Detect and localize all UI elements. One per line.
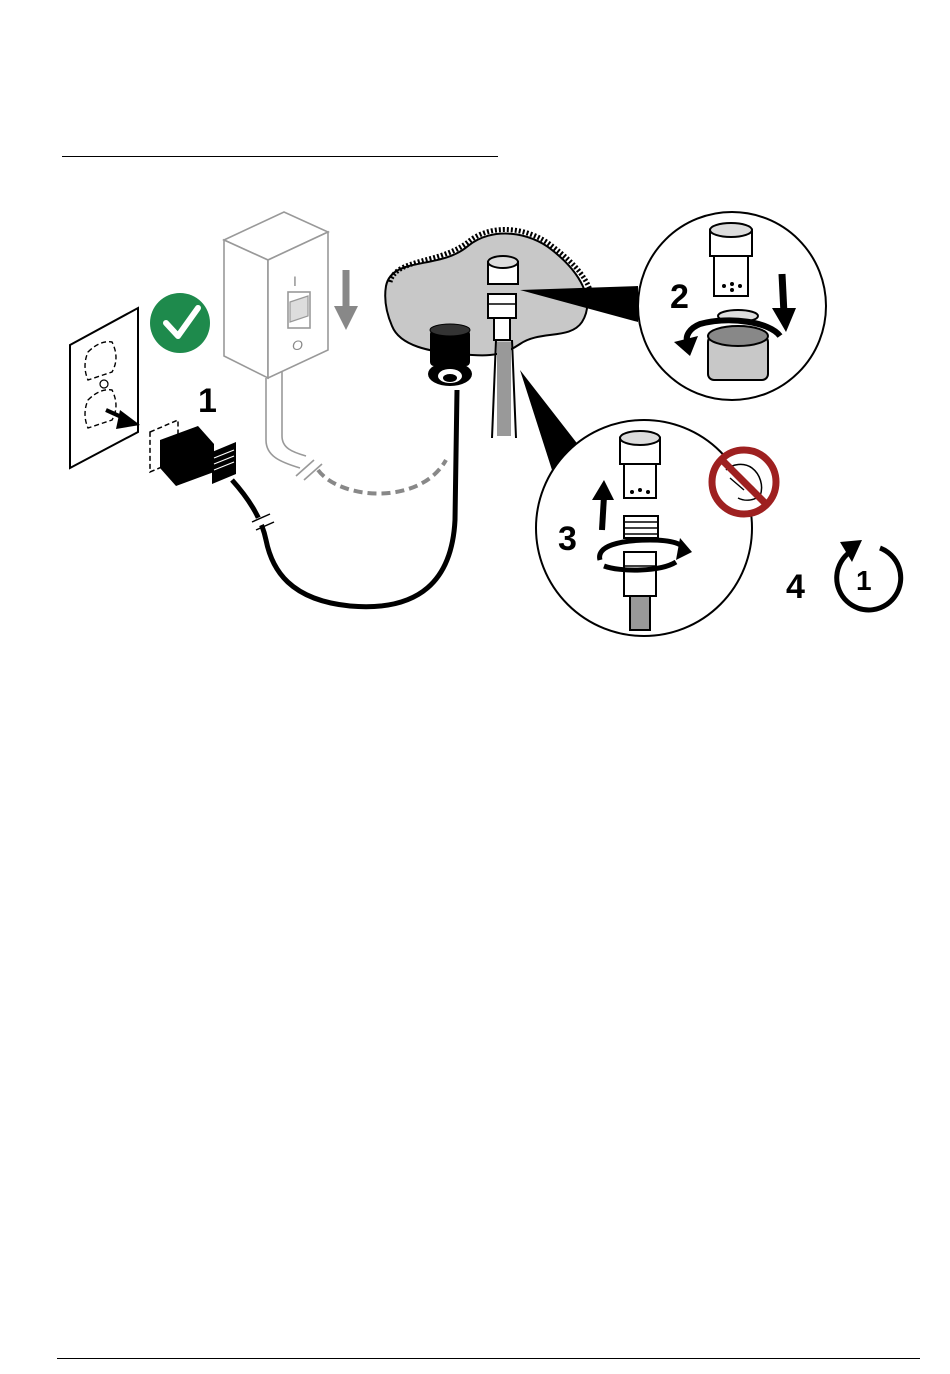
hardwire-conduit [266, 372, 306, 468]
switch-off-mark: O [292, 337, 303, 353]
footer-rule [57, 1358, 920, 1359]
hardwire-dashed-wire [318, 460, 446, 494]
step-4-number: 4 [786, 568, 805, 606]
switch-on-mark: I [293, 273, 297, 289]
wall-outlet [70, 308, 138, 468]
disconnect-switch-box: I O [224, 212, 328, 378]
checkmark-badge-icon [150, 293, 210, 353]
no-wrench-icon [712, 450, 776, 514]
step-3-number: 3 [558, 520, 577, 558]
callout-2-detail [638, 212, 826, 400]
restart-cycle-label: 1 [856, 565, 872, 596]
power-plug [150, 420, 236, 486]
restart-cycle-icon: 1 [837, 540, 901, 610]
step-2-number: 2 [670, 278, 689, 316]
disconnect-power-illustration: 1 I O [0, 190, 950, 650]
step-1-number: 1 [198, 382, 217, 420]
header-rule [62, 156, 498, 157]
cable-gland [428, 324, 472, 386]
switch-down-arrow-icon [334, 270, 358, 330]
